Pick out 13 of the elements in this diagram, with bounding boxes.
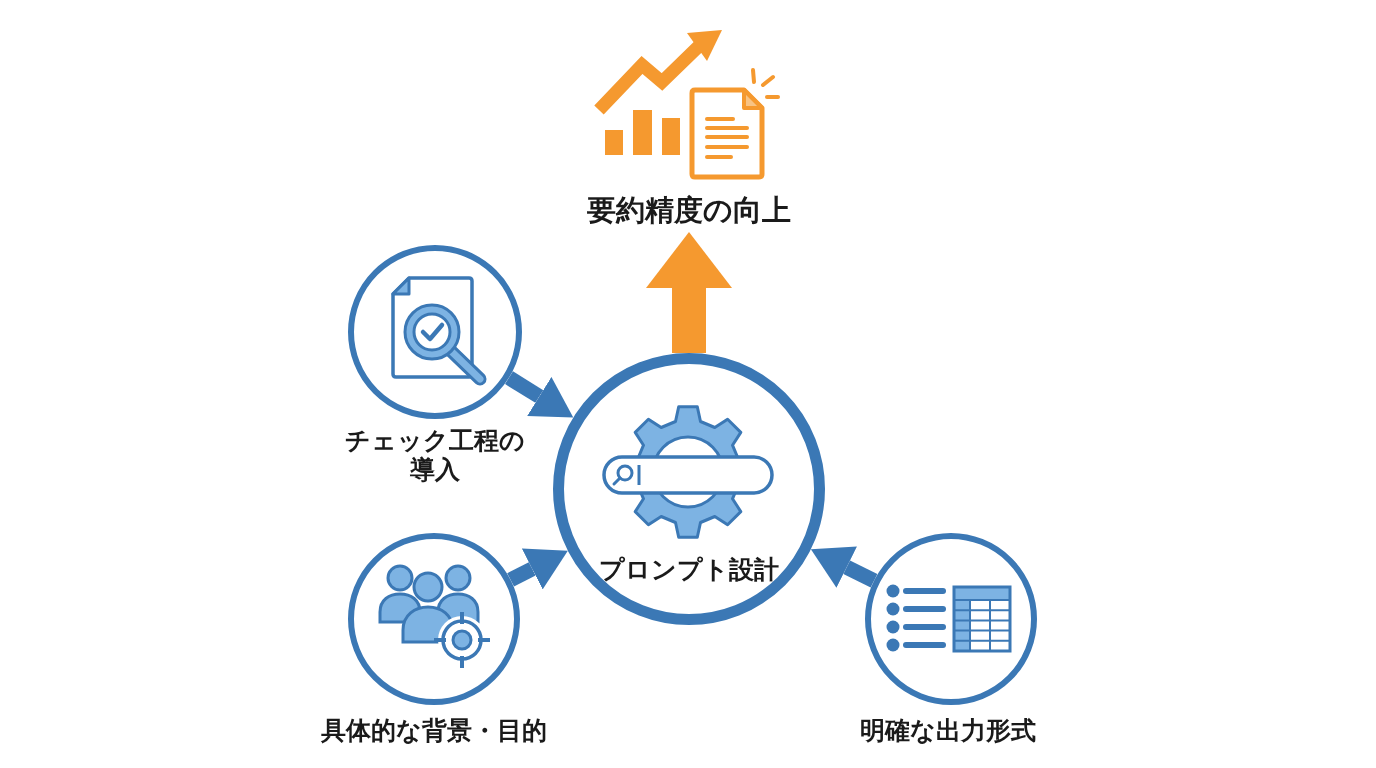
center-label: プロンプト設計 <box>599 555 779 585</box>
icon-circle <box>865 533 1037 705</box>
icon-circle <box>348 245 522 419</box>
arrow <box>507 548 568 590</box>
center-circle <box>553 353 825 625</box>
arrow <box>810 546 878 588</box>
step-caption: チェック工程の導入 <box>345 426 525 484</box>
result-label: 要約精度の向上 <box>587 193 791 228</box>
step-caption: 明確な出力形式 <box>860 716 1036 746</box>
arrow <box>505 371 574 418</box>
arrow <box>646 232 732 353</box>
step-caption: 具体的な背景・目的 <box>321 716 547 746</box>
icon-circle <box>348 533 520 705</box>
